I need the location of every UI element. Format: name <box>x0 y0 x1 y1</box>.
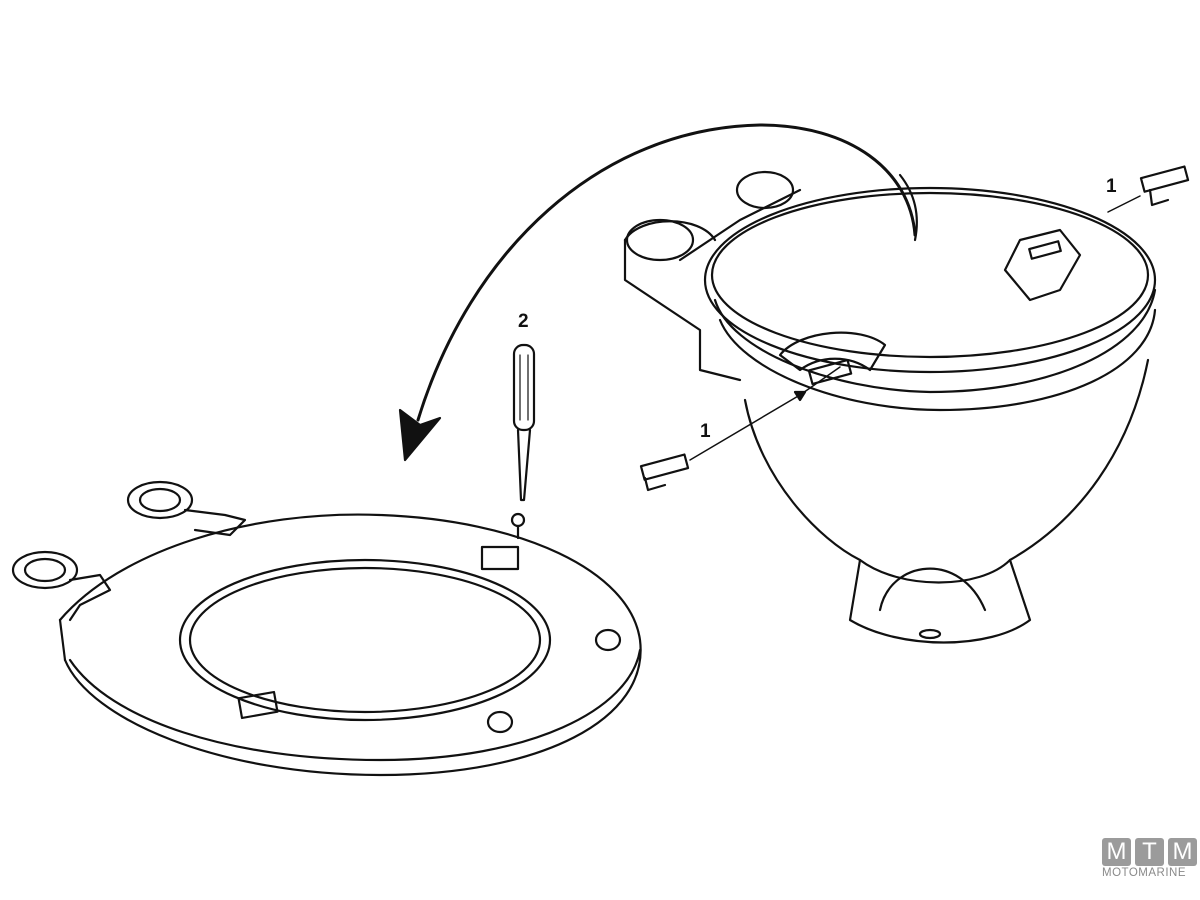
screwdriver <box>510 343 536 540</box>
logo-letter: T <box>1135 838 1164 866</box>
motomarine-logo: M T M MOTOMARINE <box>1102 838 1198 879</box>
curved-arrow <box>398 123 918 462</box>
bracket-part-1-top <box>1107 165 1190 213</box>
toilet-seat <box>11 480 642 777</box>
logo-letter: M <box>1168 838 1197 866</box>
callout-part-1-top: 1 <box>1106 176 1117 197</box>
callout-part-2: 2 <box>518 311 529 332</box>
logo-name: MOTOMARINE <box>1102 867 1187 879</box>
toilet-bowl <box>623 170 1157 644</box>
logo-letter: M <box>1102 838 1131 866</box>
bracket-part-1-bottom <box>639 390 807 492</box>
callout-part-1-bottom: 1 <box>700 421 711 442</box>
